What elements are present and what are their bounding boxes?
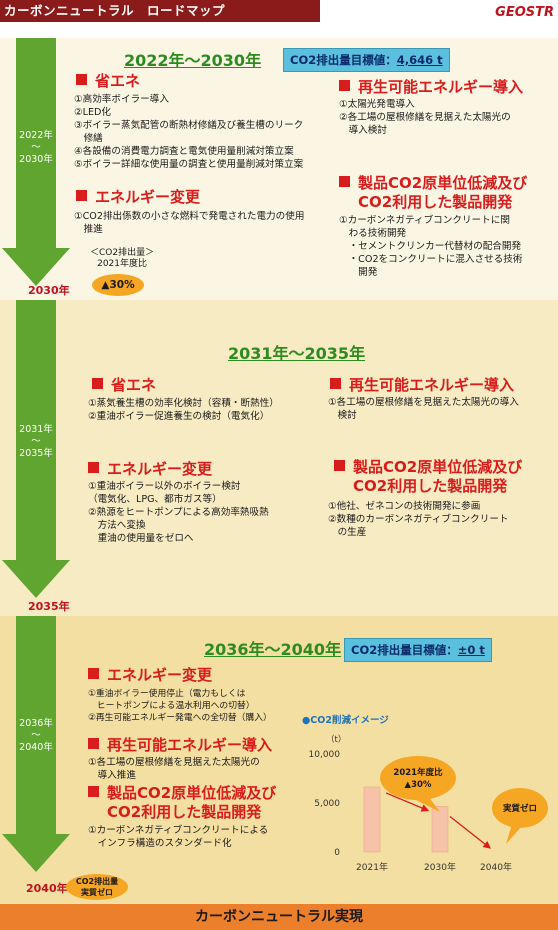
category-energy-change: エネルギー変更 — [88, 666, 212, 685]
category-items: ①各工場の屋根修繕を見据えた太陽光の導入 検討 — [328, 397, 519, 421]
category-items: ①他社、ゼネコンの技術開発に参画 ②数種のカーボンネガティブコンクリート の生産 — [328, 501, 509, 538]
x-tick-label: 2040年 — [480, 861, 512, 873]
arrow-label: 2036年 〜 2040年 — [19, 718, 53, 753]
category-items: ①CO2排出係数の小さな燃料で発電された電力の使用 推進 — [74, 211, 305, 235]
zero-bubble: CO2排出量 実質ゼロ — [66, 874, 128, 900]
header: カーボンニュートラル ロードマップ GEOSTR — [0, 0, 558, 36]
arrow-label-start: 2022年 — [19, 130, 53, 141]
chart-bar — [431, 806, 449, 853]
section-2031-2035: 2031年 〜 2035年 2035年 2031年〜2035年 省エネ ①蒸気養… — [0, 300, 558, 616]
category-renewable: 再生可能エネルギー導入 — [330, 376, 514, 395]
y-tick-label: 5,000 — [314, 799, 340, 809]
callout-text: 2021年度比 — [393, 767, 443, 778]
co2-reduction-chart: （t） 10,000 5,000 0 2021年 2030年 2040年 2021年度比 ▲30… — [309, 734, 548, 873]
section-2036-2040: 2036年 〜 2040年 2040年 CO2排出量 実質ゼロ 2036年〜20… — [0, 616, 558, 904]
y-axis-unit: （t） — [326, 734, 346, 745]
chart-title: ●CO2削減イメージ — [302, 715, 389, 726]
timeline-arrow-icon — [2, 616, 70, 872]
category-energy-change: エネルギー変更 — [88, 460, 212, 479]
end-year: 2035年 — [28, 600, 70, 613]
callout-tail — [412, 796, 440, 812]
period-title: 2036年〜2040年 — [204, 640, 342, 659]
category-items: ①各工場の屋根修繕を見据えた太陽光の 導入推進 — [88, 757, 260, 781]
footer-banner: カーボンニュートラル実現 — [0, 904, 558, 930]
callout-tail — [506, 824, 522, 844]
y-tick-label: 10,000 — [309, 750, 341, 760]
category-items: ①太陽光発電導入 ②各工場の屋根修繕を見据えた太陽光の 導入検討 — [339, 99, 511, 136]
category-energy-change: エネルギー変更 — [76, 188, 200, 207]
category-energy-saving: 省エネ — [76, 72, 140, 91]
category-items: ①カーボンネガティブコンクリートに関 わる技術開発 ・セメントクリンカー代替材の… — [339, 215, 523, 278]
category-items: ①重油ボイラー使用停止（電力もしくは ヒートポンプによる温水利用への切替） ②再… — [88, 689, 272, 723]
arrow-label-end: 2030年 — [19, 154, 53, 165]
co2-target-box: CO2排出量目標値：4,646 t — [283, 48, 450, 72]
end-year: 2030年 — [28, 284, 70, 297]
period-title: 2022年〜2030年 — [124, 51, 262, 70]
callout-text: ▲30% — [405, 780, 432, 790]
callout-bubble — [380, 756, 456, 800]
category-items: ①高効率ボイラー導入 ②LED化 ③ボイラー蒸気配管の断熱材修繕及び養生槽のリー… — [74, 94, 304, 170]
end-year: 2040年 — [26, 882, 68, 895]
company-logo: GEOSTR — [495, 5, 554, 20]
arrow-label-sep: 〜 — [31, 142, 41, 153]
category-energy-saving: 省エネ — [92, 376, 156, 395]
x-tick-label: 2021年 — [356, 861, 388, 873]
category-items: ①蒸気養生槽の効率化検討（容積・断熱性） ②重油ボイラー促進養生の検討（電気化） — [88, 398, 279, 422]
callout-text: 実質ゼロ — [503, 803, 537, 814]
category-product-co2: 製品CO2原単位低減及び CO2利用した製品開発 — [339, 174, 527, 212]
reduction-bubble: ▲30% — [92, 274, 144, 296]
timeline-arrow-icon — [2, 300, 70, 598]
arrow-label: 2031年 〜 2035年 — [19, 424, 53, 459]
category-product-co2: 製品CO2原単位低減及び CO2利用した製品開発 — [88, 784, 276, 822]
trend-arrow-icon — [385, 792, 430, 812]
category-renewable: 再生可能エネルギー導入 — [88, 736, 272, 755]
category-product-co2: 製品CO2原単位低減及び CO2利用した製品開発 — [334, 458, 522, 496]
y-tick-label: 0 — [334, 848, 340, 858]
category-items: ①カーボンネガティブコンクリートによる インフラ構造のスタンダード化 — [88, 825, 269, 849]
callout-bubble — [492, 788, 548, 828]
chart-bar — [363, 786, 381, 853]
trend-arrow-icon — [449, 815, 492, 849]
co2-note: ＜CO2排出量＞ 2021年度比 — [90, 248, 155, 269]
timeline-arrow-icon — [2, 38, 70, 286]
page-title: カーボンニュートラル ロードマップ — [0, 0, 320, 22]
period-title: 2031年〜2035年 — [228, 344, 366, 363]
arrow-label: 2022年 〜 2030年 — [16, 130, 56, 166]
target-label: CO2排出量目標値： — [290, 53, 397, 67]
target-value: 4,646 t — [396, 53, 443, 67]
category-renewable: 再生可能エネルギー導入 — [339, 78, 523, 97]
x-tick-label: 2030年 — [424, 861, 456, 873]
category-items: ①重油ボイラー以外のボイラー検討 （電気化、LPG、都市ガス等） ②熱源をヒート… — [88, 481, 269, 544]
co2-target-box: CO2排出量目標値：±0 t — [344, 638, 492, 662]
section-2022-2030: 2022年 〜 2030年 2030年 2022年〜2030年 CO2排出量目標… — [0, 38, 558, 300]
